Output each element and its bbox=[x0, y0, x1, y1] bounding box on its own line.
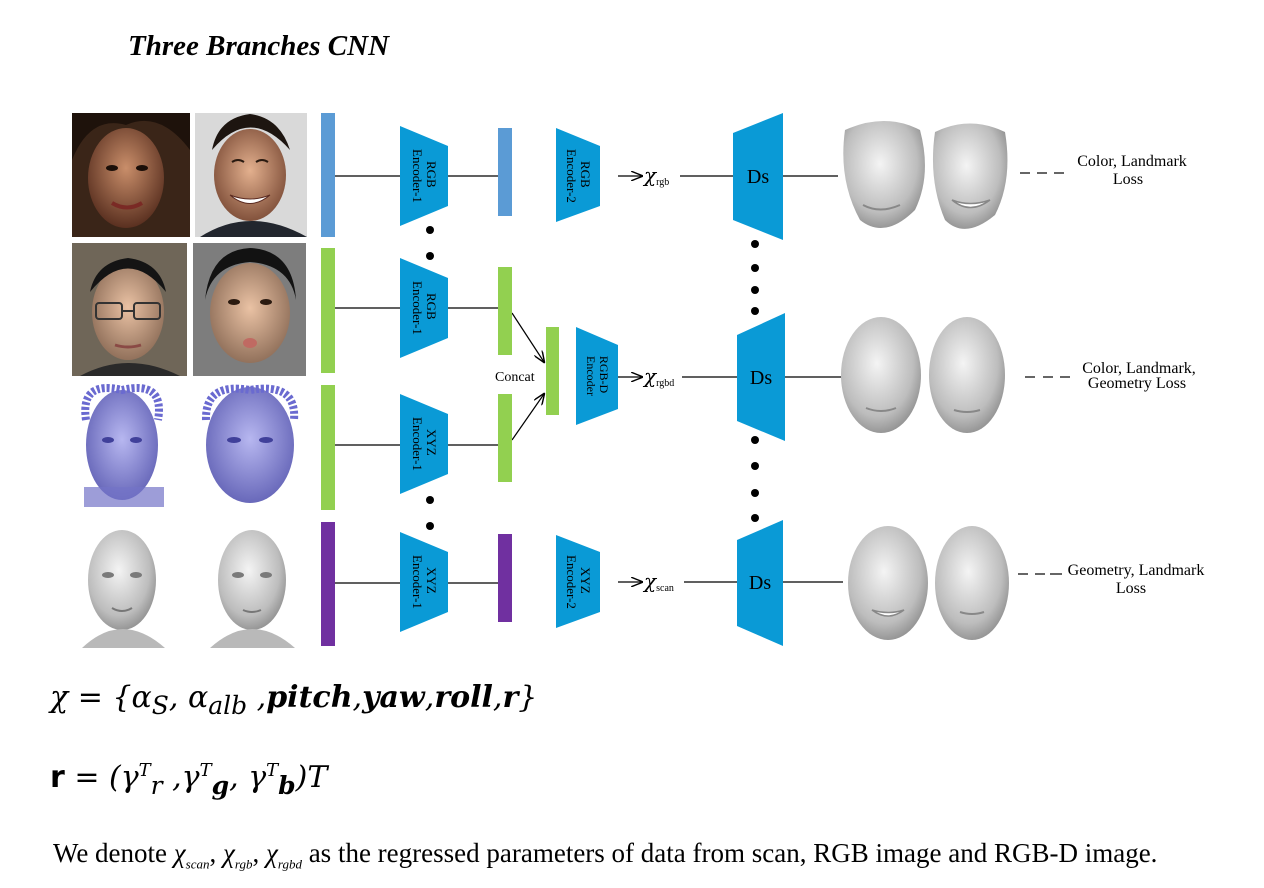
loss-label-mid: Color, Landmark, Geometry Loss bbox=[1082, 360, 1200, 392]
svg-text:RGB Encoder-1: RGB Encoder-1 bbox=[410, 149, 439, 203]
connector-lines bbox=[335, 176, 843, 583]
desc-sub-rgbd: rgbd bbox=[277, 856, 302, 872]
svg-text:Ds: Ds bbox=[747, 166, 769, 188]
architecture-diagram: RGB Encoder-1 RGB Encoder-2 RGB Encoder-… bbox=[72, 113, 1209, 648]
chi-rgb-label: χrgb bbox=[642, 163, 669, 188]
eq-alpha-s-sub: S bbox=[151, 691, 169, 720]
ellipsis-dots bbox=[426, 226, 759, 530]
svg-text:RGB-D Encoder: RGB-D Encoder bbox=[584, 356, 611, 396]
eq2-open: = (γ bbox=[64, 760, 139, 795]
concat-bar bbox=[546, 327, 559, 415]
loss-label-bottom: Geometry, Landmark Loss bbox=[1068, 562, 1209, 597]
description-text: We denote χscan, χrgb, χrgbd as the regr… bbox=[53, 838, 1158, 872]
svg-text:XYZ Encoder-1: XYZ Encoder-1 bbox=[410, 417, 439, 471]
decoder-bottom: Ds bbox=[737, 520, 783, 646]
desc-sub-rgb: rgb bbox=[234, 856, 253, 872]
encoder-rgb-1-top: RGB Encoder-1 bbox=[400, 126, 448, 226]
svg-text:Ds: Ds bbox=[749, 572, 771, 594]
svg-text:RGB Encoder-2: RGB Encoder-2 bbox=[564, 149, 593, 203]
chi-definition-equation: χ = {αS, αalb ,pitch,yaw,roll,r} bbox=[50, 680, 538, 720]
chi-scan-label: χscan bbox=[642, 569, 674, 594]
eq-sep: , α bbox=[168, 680, 209, 715]
eq2-gamma-b-sub: b bbox=[278, 771, 296, 800]
eq-alpha-alb-sub: alb bbox=[208, 691, 248, 720]
chi-rgbd-label: χrgbd bbox=[642, 364, 674, 389]
output-face-top-1 bbox=[843, 121, 925, 228]
loss-label-top: Color, Landmark Loss bbox=[1077, 153, 1191, 188]
feature-bar-rgb bbox=[498, 128, 512, 216]
eq-chi-prefix: χ = {α bbox=[50, 680, 152, 715]
output-face-mid-2 bbox=[929, 317, 1005, 433]
input-scan-purple-1 bbox=[81, 384, 164, 507]
svg-text:XYZ Encoder-1: XYZ Encoder-1 bbox=[410, 555, 439, 609]
input-photo-man-smiling bbox=[195, 113, 307, 237]
loss-dashes bbox=[1018, 172, 1070, 575]
output-face-top-2 bbox=[932, 123, 1008, 229]
output-face-bottom-2 bbox=[935, 526, 1009, 640]
concat-label: Concat bbox=[495, 370, 535, 385]
eq2-T1: T bbox=[138, 760, 151, 781]
input-scan-gray-2 bbox=[210, 530, 295, 648]
eq2-T-final: T bbox=[307, 760, 328, 795]
feature-bar-rgbd-rgb bbox=[498, 267, 512, 355]
encoder-xyz-2: XYZ Encoder-2 bbox=[556, 535, 600, 628]
input-bar-scan bbox=[321, 522, 335, 646]
feature-bar-rgbd-xyz bbox=[498, 394, 512, 482]
encoder-rgbd: RGB-D Encoder bbox=[576, 327, 618, 425]
desc-chi-1: χ bbox=[173, 838, 186, 868]
encoder-rgb-1-top-line1: RGB bbox=[424, 161, 439, 188]
output-face-mid-1 bbox=[841, 317, 921, 433]
input-scan-purple-2 bbox=[201, 384, 299, 503]
eq2-T3: T bbox=[266, 760, 279, 781]
eq-pitch: pitch bbox=[266, 680, 353, 715]
decoder-top: Ds bbox=[733, 113, 783, 240]
figure-title: Three Branches CNN bbox=[128, 30, 390, 62]
desc-suffix: as the regressed parameters of data from… bbox=[301, 838, 1158, 868]
encoder-rgb-2: RGB Encoder-2 bbox=[556, 128, 600, 222]
eq-roll: roll bbox=[434, 680, 493, 715]
input-scan-gray-1 bbox=[82, 530, 165, 648]
eq2-T2: T bbox=[199, 760, 212, 781]
svg-text:Ds: Ds bbox=[750, 367, 772, 389]
input-photo-woman bbox=[72, 113, 190, 237]
eq2-r: r bbox=[50, 760, 65, 795]
input-bar-rgbd-rgb bbox=[321, 248, 335, 373]
feature-bar-scan bbox=[498, 534, 512, 622]
eq2-gamma-r-sub: r bbox=[150, 771, 163, 800]
svg-text:RGB Encoder-1: RGB Encoder-1 bbox=[410, 281, 439, 335]
encoder-xyz-1-bottom: XYZ Encoder-1 bbox=[400, 532, 448, 632]
input-photo-man-glasses bbox=[72, 243, 187, 376]
input-photo-woman-puffed bbox=[193, 243, 306, 376]
desc-chi-3: χ bbox=[265, 838, 278, 868]
encoder-rgb-1-top-line2: Encoder-1 bbox=[410, 149, 425, 203]
r-definition-equation: r = (γTr ,γTg, γTb)T bbox=[50, 760, 328, 800]
eq-r: r bbox=[502, 680, 519, 715]
desc-chi-2: χ bbox=[223, 838, 235, 868]
input-bar-rgb bbox=[321, 113, 335, 237]
output-face-bottom-1 bbox=[848, 526, 928, 640]
desc-sub-scan: scan bbox=[185, 856, 210, 872]
eq-yaw: yaw bbox=[362, 680, 425, 715]
input-bar-rgbd-xyz bbox=[321, 385, 335, 510]
desc-prefix: We denote bbox=[53, 838, 174, 868]
decoder-mid: Ds bbox=[737, 313, 785, 441]
encoder-rgb-1-mid: RGB Encoder-1 bbox=[400, 258, 448, 358]
encoder-xyz-1-mid: XYZ Encoder-1 bbox=[400, 394, 448, 494]
svg-text:XYZ Encoder-2: XYZ Encoder-2 bbox=[564, 555, 593, 609]
eq2-gamma-g-sub: g bbox=[211, 771, 230, 800]
